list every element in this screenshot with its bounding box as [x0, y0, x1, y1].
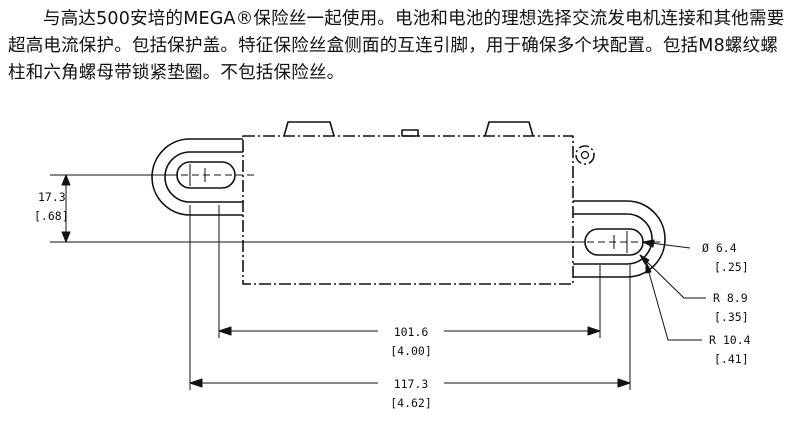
product-description: 与高达500安培的MEGA®保险丝一起使用。电池和电池的理想选择交流发电机连接和… [8, 9, 785, 83]
radius2-leader [645, 261, 702, 341]
top-stud-left [283, 121, 335, 137]
inner-length-mm: 101.6 [394, 325, 429, 339]
fuse-block-body [242, 135, 574, 285]
radius1-mm: R 8.9 [713, 291, 748, 305]
diameter-in: [.25] [714, 260, 749, 274]
extension-lines [189, 205, 631, 390]
height-mm: 17.3 [38, 190, 66, 204]
inner-length-dimension [218, 326, 601, 336]
inner-length-in: [4.00] [390, 344, 432, 358]
side-interconnect-pin [575, 145, 595, 165]
overall-length-in: [4.62] [390, 396, 432, 410]
right-terminal-tab [573, 200, 666, 278]
right-tab-inner [573, 213, 653, 265]
top-interconnect-pin [401, 129, 419, 137]
diameter-leader [642, 239, 691, 249]
slot-center-marks [204, 168, 615, 249]
radius1-leader [639, 254, 706, 299]
height-dimension [50, 174, 585, 243]
radius2-mm: R 10.4 [709, 333, 751, 347]
left-tab-inner [164, 151, 243, 203]
left-terminal-tab [151, 138, 243, 216]
overall-length-mm: 117.3 [394, 377, 429, 391]
radius2-in: [.41] [714, 352, 749, 366]
height-in: [.68] [34, 209, 69, 223]
top-stud-right [484, 121, 534, 137]
overall-length-dimension [189, 378, 631, 388]
radius1-in: [.35] [714, 310, 749, 324]
diameter-mm: Ø 6.4 [702, 241, 737, 255]
